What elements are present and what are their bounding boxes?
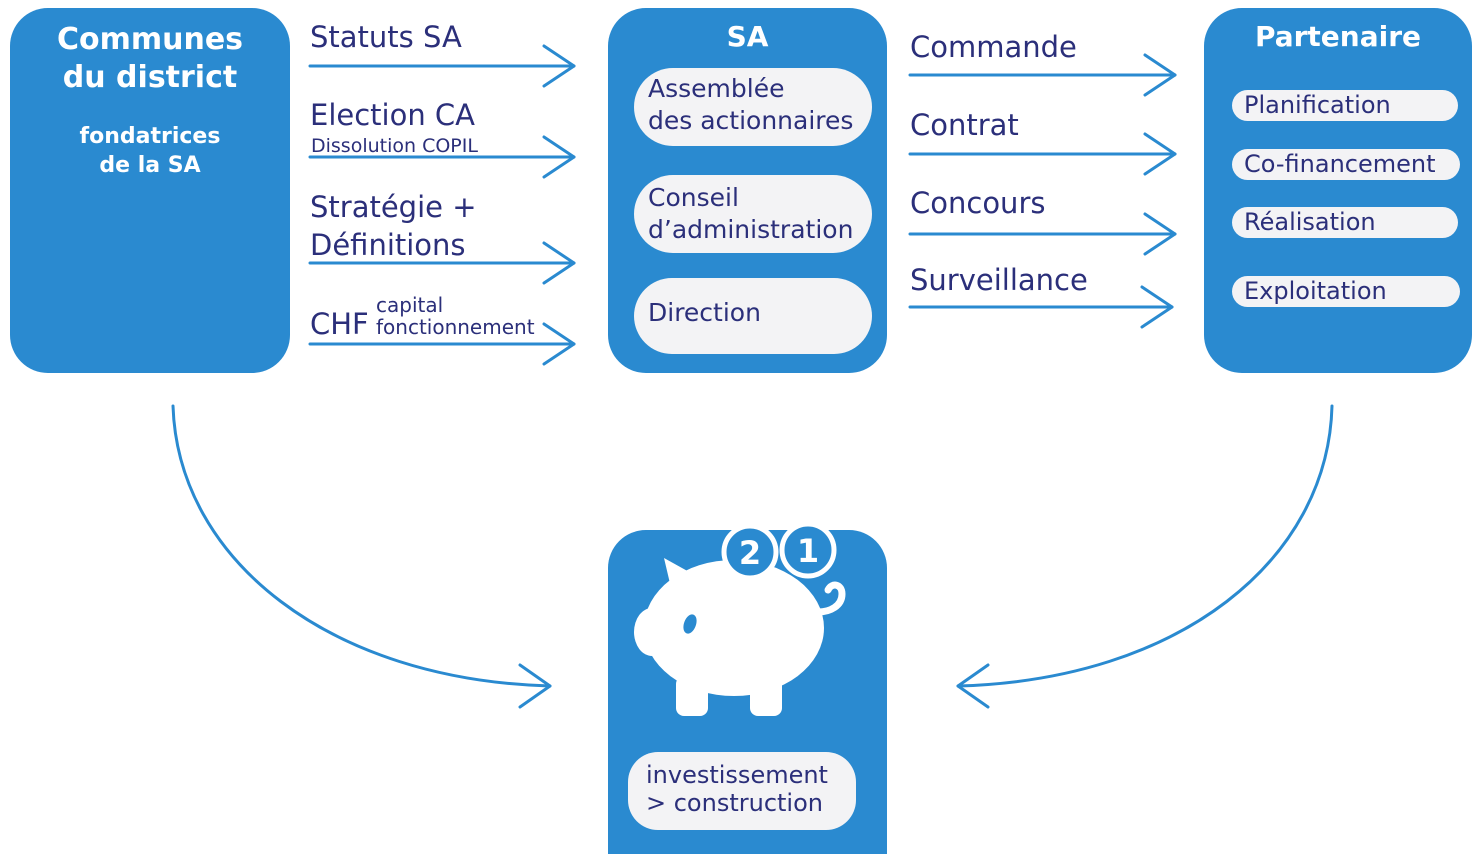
arrow-partenaire-to-savings	[956, 404, 1334, 709]
savings-box: investissement > construction	[608, 530, 887, 854]
communes-subtitle-line2: de la SA	[99, 153, 201, 178]
communes-title-line1: Communes	[56, 22, 244, 57]
sa-item-conseil: Conseil d’administration	[634, 175, 872, 253]
partenaire-item-realisation: Réalisation	[1232, 207, 1458, 238]
flow-label-concours: Concours	[910, 186, 1046, 220]
savings-line1: investissement	[646, 761, 828, 789]
flow-label-contrat: Contrat	[910, 108, 1019, 142]
savings-line2: > construction	[646, 789, 823, 817]
partenaire-item-cofinancement: Co-financement	[1232, 149, 1460, 180]
partenaire-title: Partenaire	[1254, 20, 1422, 53]
sa-title: SA	[726, 20, 769, 53]
partenaire-item-exploitation: Exploitation	[1232, 276, 1460, 307]
arrow-concours	[908, 212, 1177, 256]
flow-sub-fonctionnement: fonctionnement	[376, 315, 535, 339]
communes-subtitle-line1: fondatrices	[79, 124, 221, 149]
partenaire-item-planification: Planification	[1232, 90, 1458, 121]
communes-title-line2: du district	[62, 60, 238, 95]
flow-label-election: Election CA	[310, 98, 476, 132]
sa-box: SA Assemblée des actionnaires Conseil d’…	[608, 8, 887, 373]
flow-label-surveillance: Surveillance	[910, 263, 1088, 297]
flow-label-statuts: Statuts SA	[310, 20, 462, 54]
flow-label-strategie: Stratégie +	[310, 190, 477, 224]
flow-sublabel-dissolution: Dissolution COPIL	[311, 135, 478, 157]
flow-label-definitions: Définitions	[310, 228, 466, 262]
arrow-communes-to-savings	[171, 404, 552, 709]
sa-item-conseil-line2: d’administration	[648, 215, 854, 244]
sa-item-assemblee: Assemblée des actionnaires	[634, 68, 872, 146]
sa-item-direction: Direction	[634, 278, 872, 354]
communes-box: Communes du district fondatrices de la S…	[10, 8, 290, 373]
flow-label-chf: CHF	[310, 307, 369, 341]
partenaire-box: Partenaire Planification Co-financement …	[1204, 8, 1472, 373]
sa-item-conseil-line1: Conseil	[648, 183, 739, 212]
flow-sup-capital: capital	[376, 293, 444, 317]
sa-item-assemblee-line2: des actionnaires	[648, 106, 854, 135]
savings-pill: investissement > construction	[628, 752, 856, 830]
flow-label-commande: Commande	[910, 30, 1077, 64]
sa-item-assemblee-line1: Assemblée	[648, 74, 785, 103]
sa-item-direction-line1: Direction	[648, 298, 761, 327]
